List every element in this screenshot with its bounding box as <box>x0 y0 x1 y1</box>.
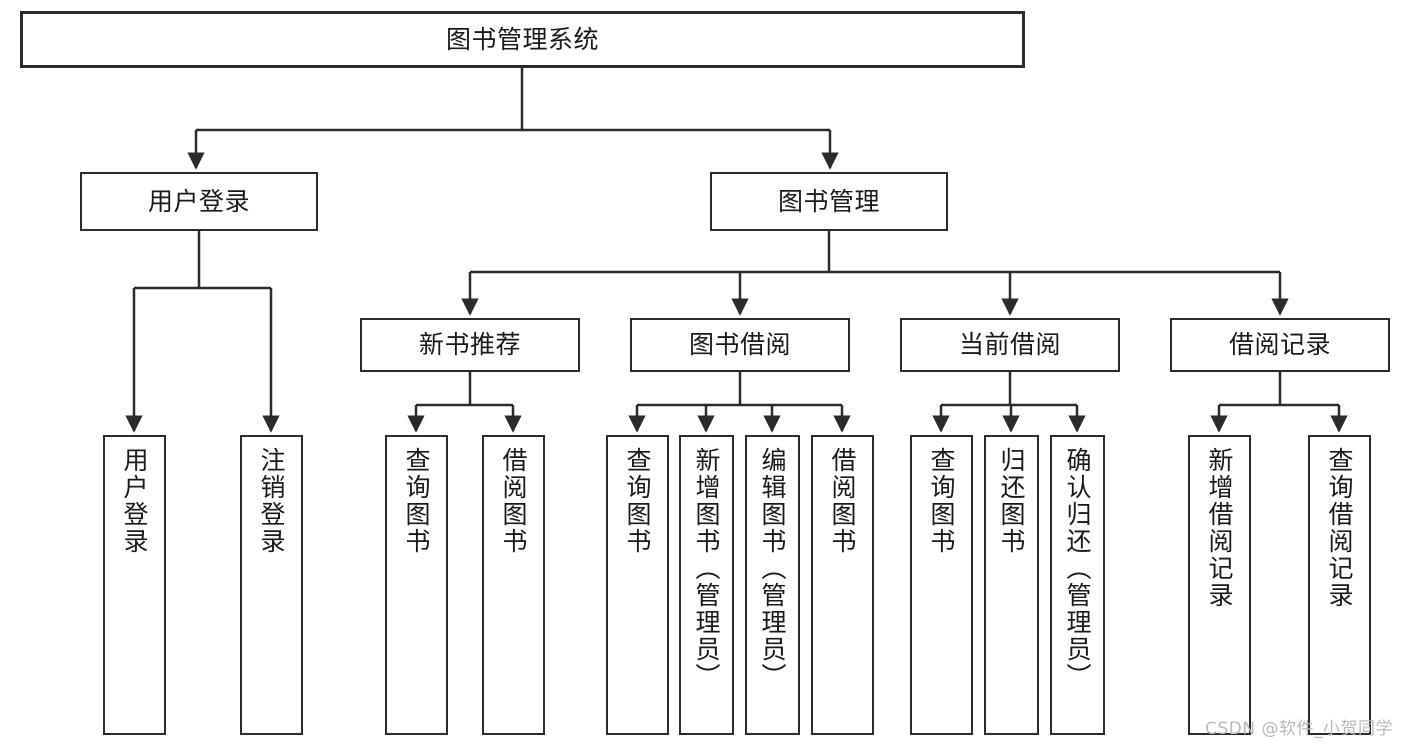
leaf-node[interactable]: 借阅图书 <box>811 435 874 735</box>
node-label: 确认归还（管理员） <box>1063 447 1092 690</box>
leaf-node[interactable]: 查询图书 <box>910 435 973 735</box>
node-label: 查询图书 <box>623 447 652 555</box>
node-root-system[interactable]: 图书管理系统 <box>20 11 1025 68</box>
node-label: 当前借阅 <box>958 330 1061 359</box>
node-label: 借阅图书 <box>828 447 857 555</box>
leaf-node[interactable]: 注销登录 <box>240 435 303 735</box>
node-label: 用户登录 <box>147 186 250 216</box>
node-label: 新增借阅记录 <box>1205 447 1234 609</box>
node-label: 借阅图书 <box>499 447 528 555</box>
leaf-node[interactable]: 查询图书 <box>606 435 669 735</box>
leaf-node[interactable]: 新增图书（管理员） <box>679 435 734 735</box>
node-label: 图书管理 <box>777 186 880 216</box>
node-label: 注销登录 <box>257 447 286 555</box>
node-label: 图书借阅 <box>688 330 791 359</box>
node-user-login[interactable]: 用户登录 <box>80 172 318 231</box>
leaf-node[interactable]: 借阅图书 <box>482 435 545 735</box>
csdn-watermark: CSDN @软件_小贺同学 <box>1205 719 1393 739</box>
leaf-node[interactable]: 查询借阅记录 <box>1308 435 1371 735</box>
leaf-node[interactable]: 确认归还（管理员） <box>1050 435 1105 735</box>
node-label: 用户登录 <box>120 447 149 555</box>
node-book-management[interactable]: 图书管理 <box>710 172 948 231</box>
leaf-node[interactable]: 归还图书 <box>984 435 1039 735</box>
node-book-borrow[interactable]: 图书借阅 <box>630 318 850 372</box>
leaf-node[interactable]: 编辑图书（管理员） <box>745 435 800 735</box>
node-label: 借阅记录 <box>1228 330 1331 359</box>
node-new-book-recommend[interactable]: 新书推荐 <box>360 318 580 372</box>
leaf-node[interactable]: 查询图书 <box>385 435 448 735</box>
node-label: 图书管理系统 <box>445 24 599 54</box>
leaf-node[interactable]: 新增借阅记录 <box>1188 435 1251 735</box>
node-current-borrow[interactable]: 当前借阅 <box>900 318 1120 372</box>
node-label: 新书推荐 <box>418 330 521 359</box>
leaf-node[interactable]: 用户登录 <box>103 435 166 735</box>
node-borrow-record[interactable]: 借阅记录 <box>1170 318 1390 372</box>
node-label: 编辑图书（管理员） <box>758 447 787 690</box>
node-label: 查询图书 <box>402 447 431 555</box>
node-label: 新增图书（管理员） <box>692 447 721 690</box>
node-label: 查询借阅记录 <box>1325 447 1354 609</box>
node-label: 查询图书 <box>927 447 956 555</box>
node-label: 归还图书 <box>997 447 1026 555</box>
